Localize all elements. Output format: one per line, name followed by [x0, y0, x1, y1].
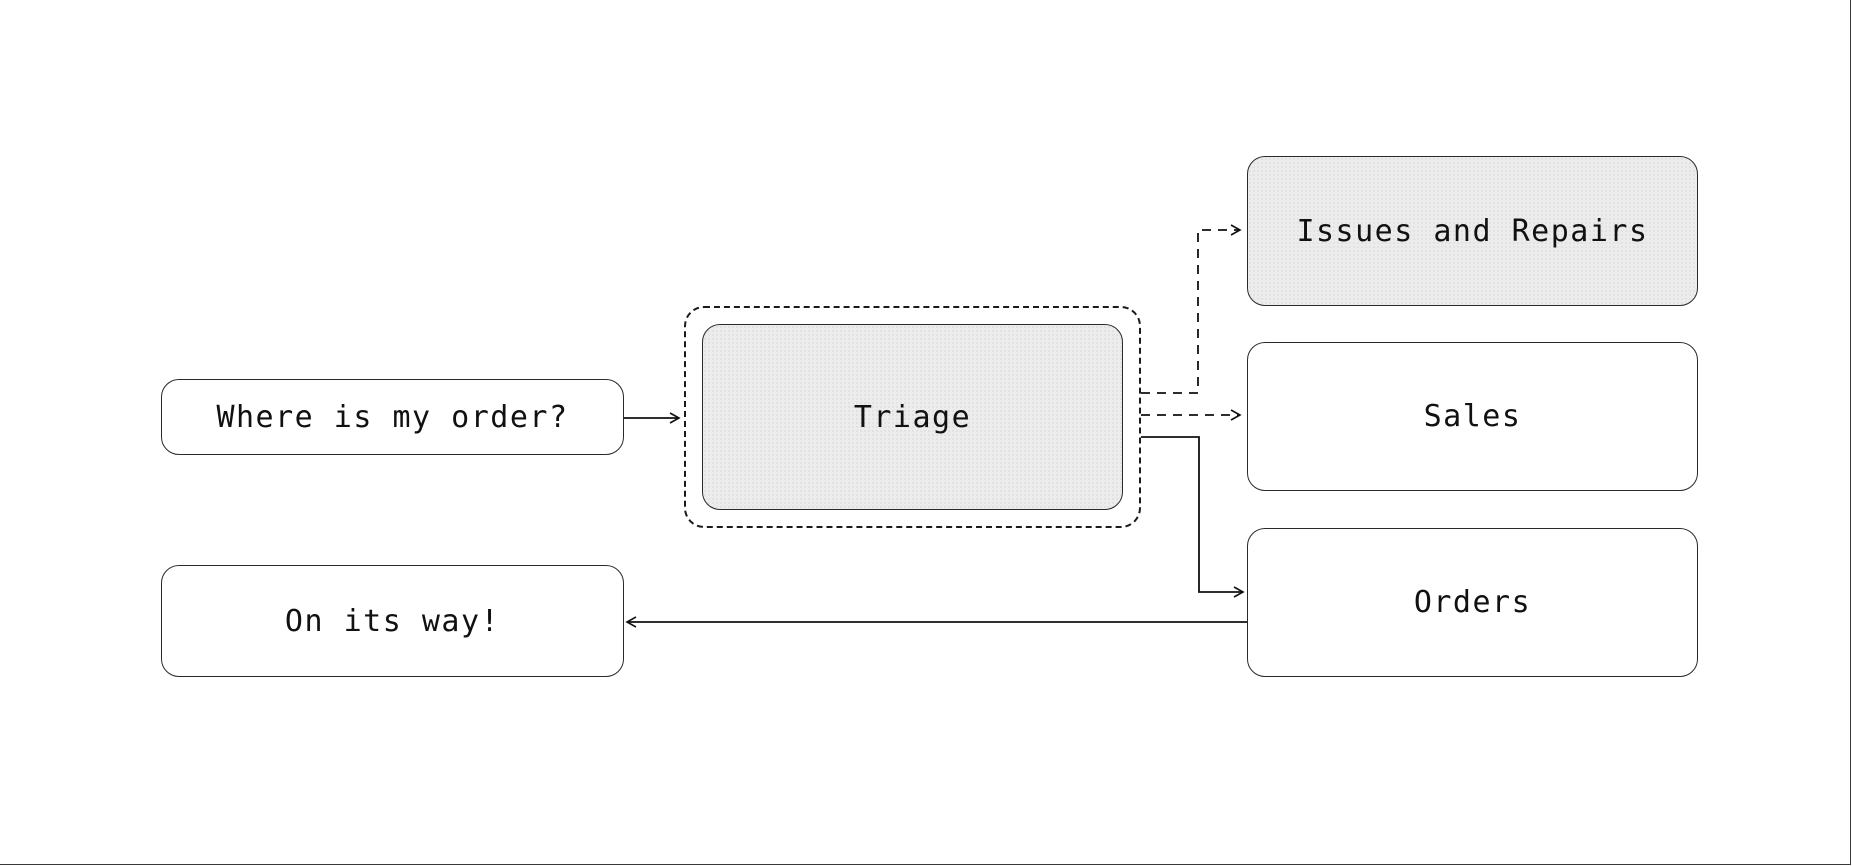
node-answer: On its way! [161, 565, 624, 677]
edge-triage-to-orders [1141, 436, 1245, 598]
node-triage-label: Triage [853, 399, 972, 435]
node-triage: Triage [702, 324, 1123, 510]
node-sales: Sales [1247, 342, 1698, 491]
node-issues-label: Issues and Repairs [1296, 213, 1649, 249]
node-answer-label: On its way! [284, 603, 501, 639]
node-orders-label: Orders [1413, 585, 1532, 620]
edge-triage-to-issues [1141, 224, 1242, 394]
node-orders: Orders [1247, 528, 1698, 677]
node-issues-and-repairs: Issues and Repairs [1247, 156, 1698, 306]
triage-group-outline [684, 306, 1141, 528]
node-question-label: Where is my order? [216, 399, 569, 435]
node-question: Where is my order? [161, 379, 624, 455]
node-sales-label: Sales [1423, 399, 1522, 434]
